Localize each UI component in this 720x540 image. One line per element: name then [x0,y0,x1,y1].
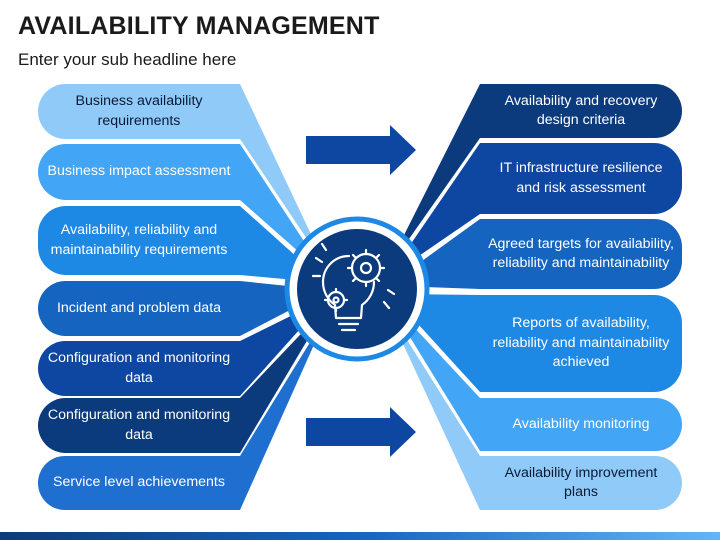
page-subtitle: Enter your sub headline here [18,50,237,69]
connector-rays [240,84,480,510]
right-ray-6 [397,324,480,510]
left-item-7: Service level achievements [38,456,240,510]
right-item-3: Agreed targets for availability, reliabi… [480,219,682,289]
right-item-2: IT infrastructure resilience and risk as… [480,143,682,214]
right-ray-5 [397,309,480,451]
left-item-3: Availability, reliability and maintainab… [38,206,240,275]
right-item-4: Reports of availability, reliability and… [480,295,682,392]
lightbulb-gears-icon [311,242,396,332]
left-item-6: Configuration and monitoring data [38,398,240,453]
left-item-4: Incident and problem data [38,281,240,336]
center-hub [284,216,430,362]
arrow-top-shape [306,125,416,175]
hub-inner-circle [297,229,417,349]
footer-bar [0,532,720,540]
left-item-2: Business impact assessment [38,144,240,200]
left-ray-2 [240,144,317,268]
right-ray-1 [397,84,480,256]
right-item-6: Availability improvement plans [480,456,682,510]
flow-arrow-top [306,125,416,175]
flow-arrow-bottom [306,407,416,457]
left-item-1: Business availability requirements [38,84,240,139]
left-ray-6 [240,317,317,453]
left-item-5: Configuration and monitoring data [38,341,240,396]
right-item-1: Availability and recovery design criteri… [480,84,682,138]
left-ray-1 [240,84,317,254]
left-ray-7 [240,331,317,510]
right-ray-2 [397,143,480,271]
right-item-5: Availability monitoring [480,398,682,451]
page-title: AVAILABILITY MANAGEMENT [18,12,380,40]
arrow-bottom-shape [306,407,416,457]
